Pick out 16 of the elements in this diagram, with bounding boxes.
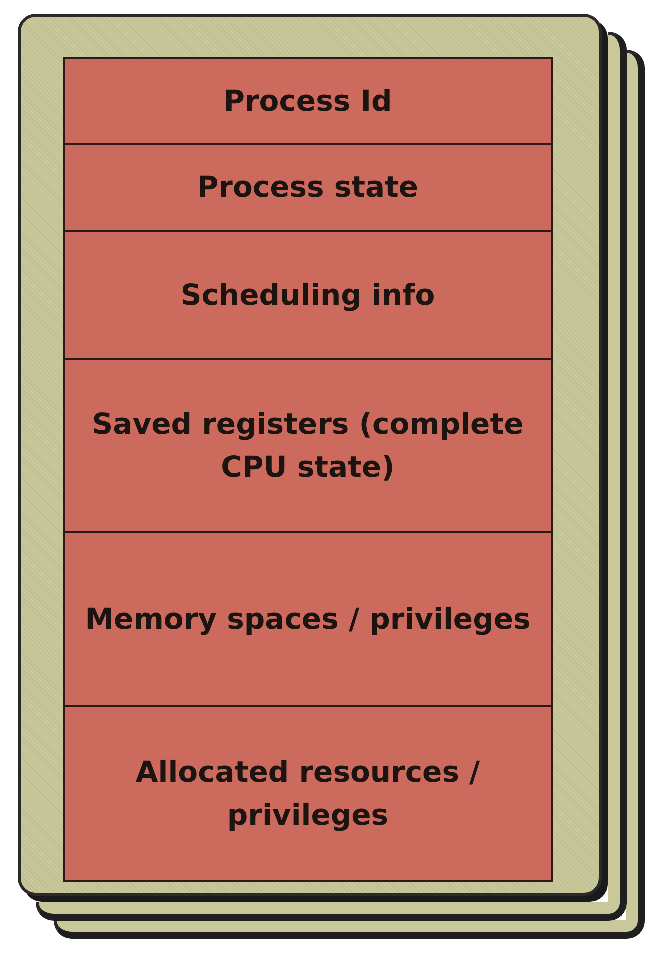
table-row bbox=[63, 358, 553, 533]
row-label: Scheduling info bbox=[180, 276, 436, 314]
table-row bbox=[63, 143, 553, 232]
stacked-card-edge bbox=[54, 920, 626, 939]
row-label: Saved registers (complete CPU state) bbox=[91, 406, 525, 486]
row-label: Memory spaces / privileges bbox=[85, 600, 531, 638]
table-row bbox=[63, 57, 553, 145]
row-label: Process Id bbox=[224, 82, 392, 120]
table-row bbox=[63, 230, 553, 360]
stacked-card-edge bbox=[36, 902, 608, 921]
stacked-card-edge bbox=[608, 32, 627, 921]
stacked-card-edge bbox=[626, 50, 645, 939]
row-label: Process state bbox=[197, 169, 419, 206]
table-row bbox=[63, 531, 553, 707]
row-label: Allocated resources / privileges bbox=[134, 754, 482, 834]
table-row bbox=[63, 705, 553, 882]
